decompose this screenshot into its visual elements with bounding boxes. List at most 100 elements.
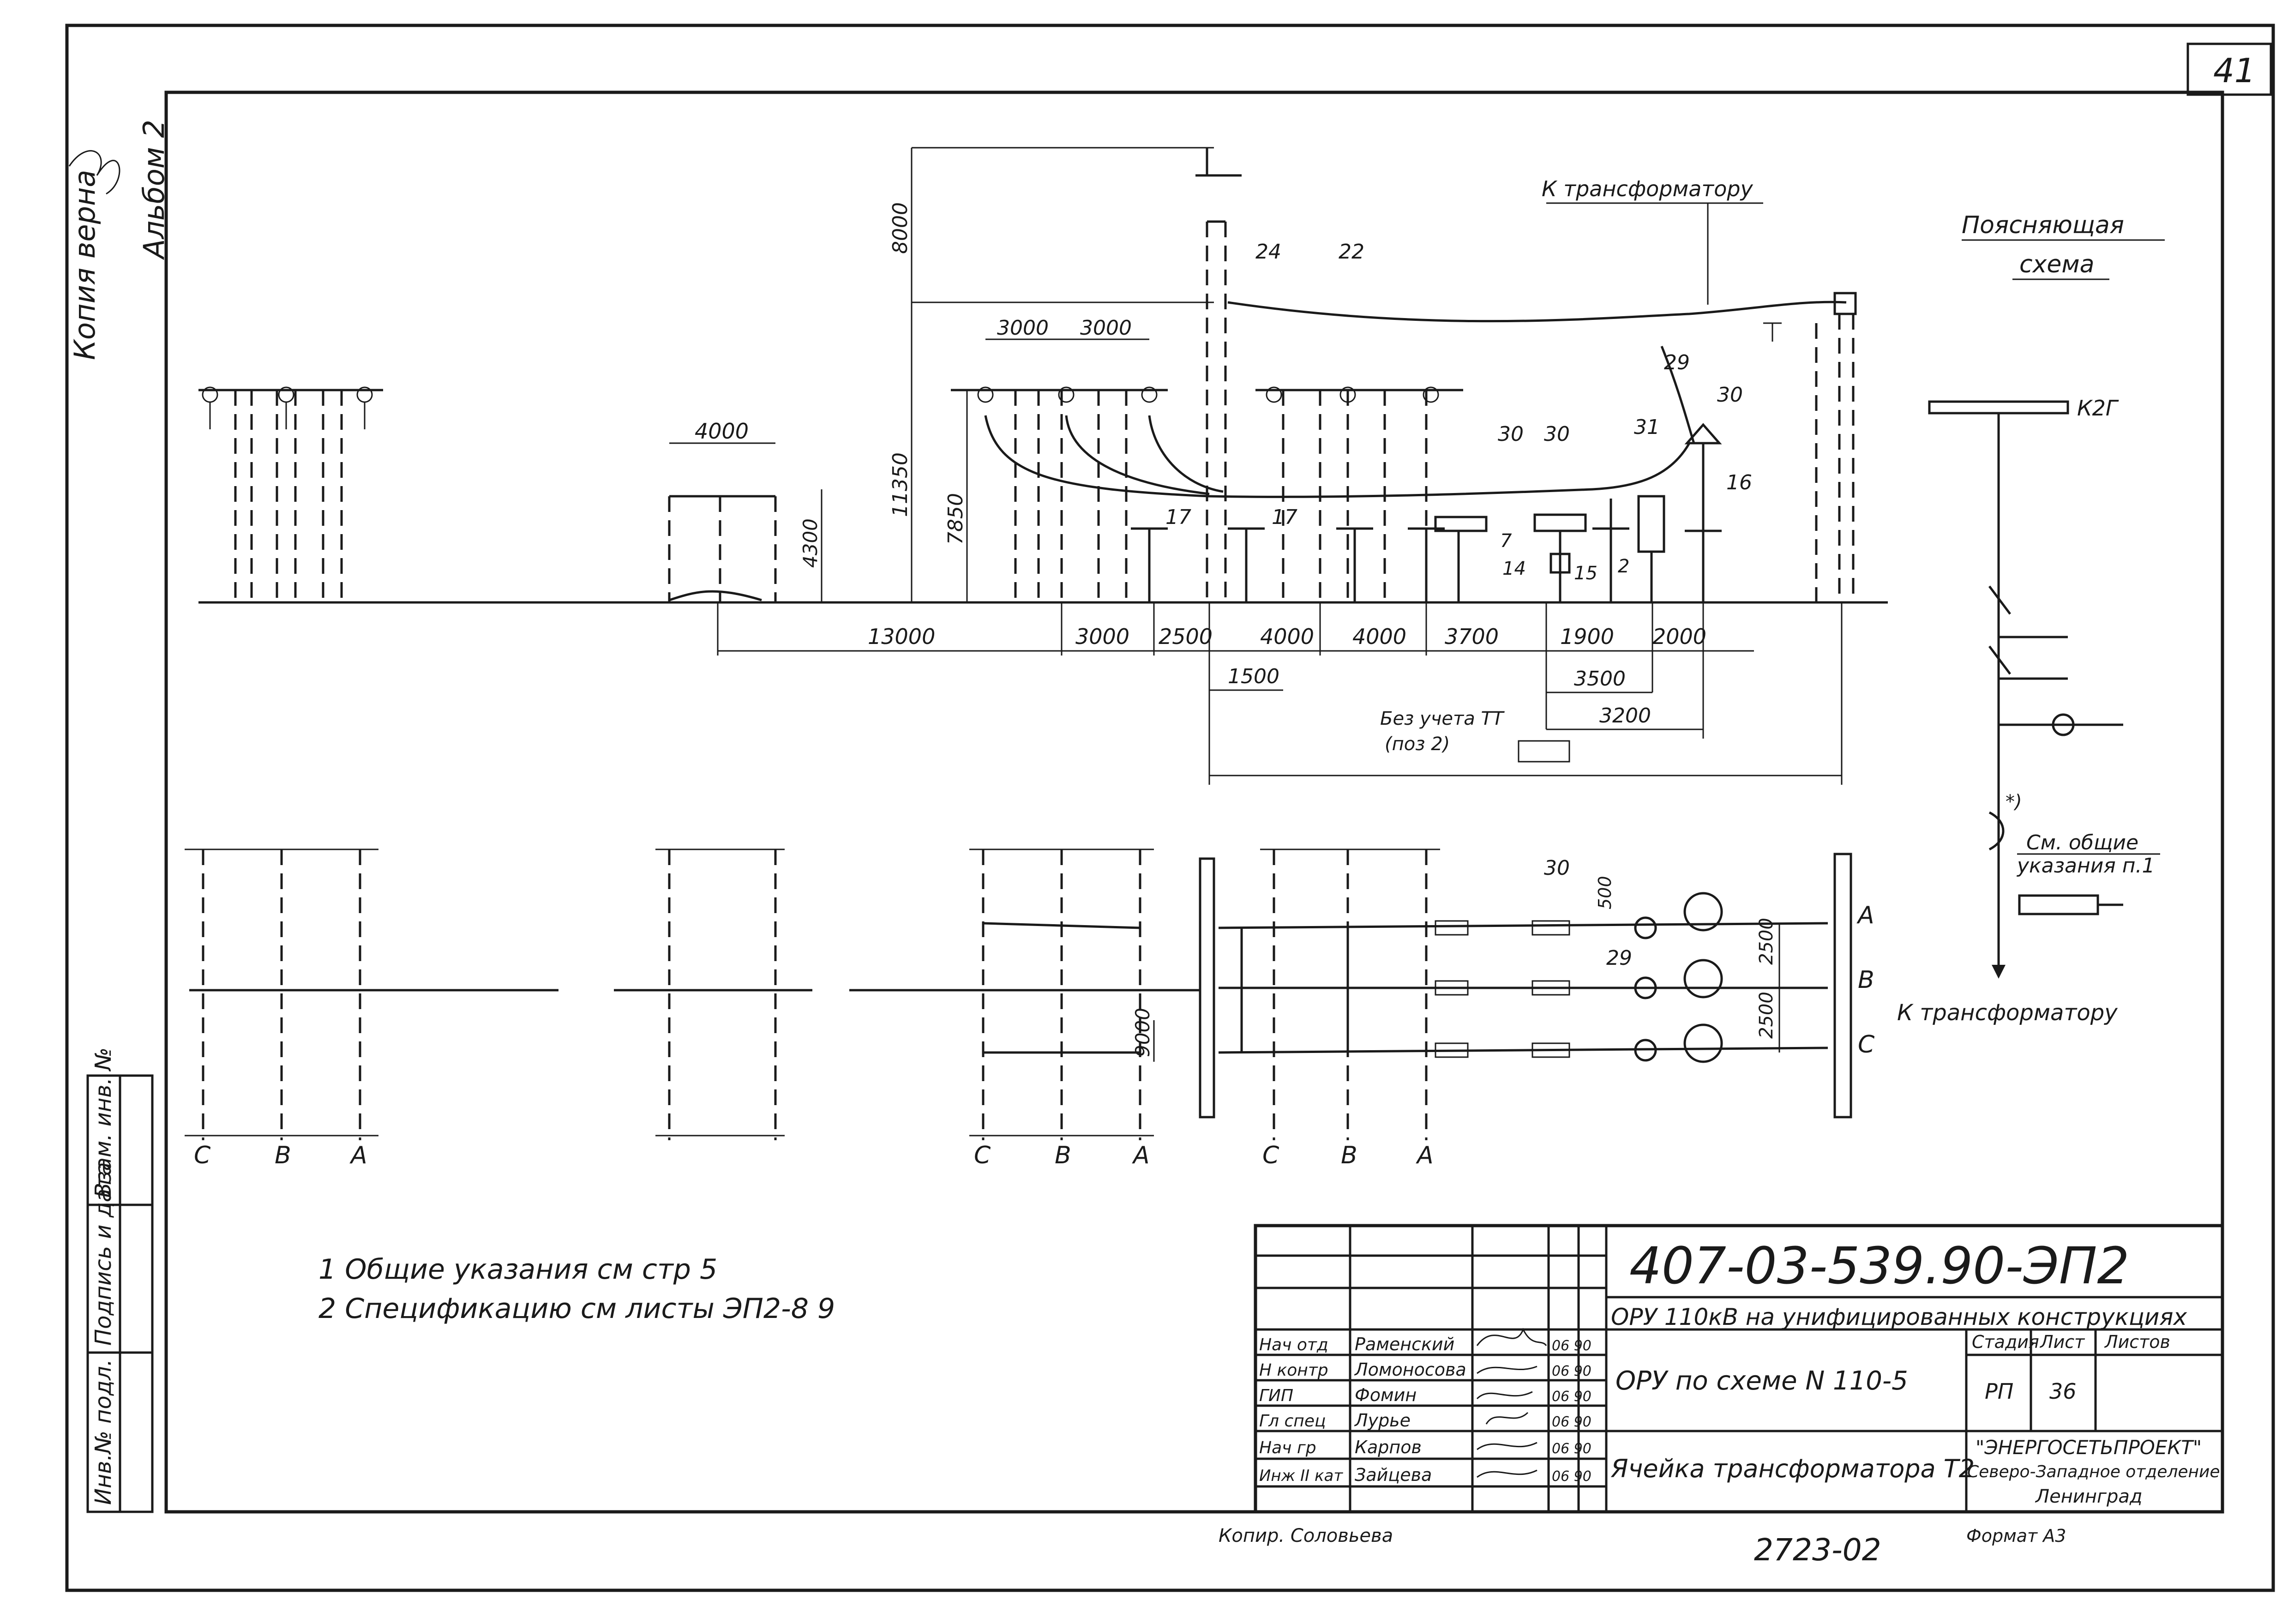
phase-a-2: A <box>1132 1142 1150 1169</box>
dim-2000-chain: 2000 <box>1652 624 1706 649</box>
scheme-note-1: См. общие <box>2026 831 2138 854</box>
note-pos2: (поз 2) <box>1385 734 1450 755</box>
name-2: Ломоносова <box>1354 1359 1466 1380</box>
plan-block-1: C B A <box>185 848 378 1169</box>
phase-b-3: B <box>1341 1142 1357 1169</box>
plan-to-transformer: К трансформатору <box>1897 1000 2118 1026</box>
scheme-title-2: схема <box>2019 251 2094 278</box>
date-4: 06 90 <box>1552 1414 1591 1430</box>
role-3: ГИП <box>1259 1386 1293 1405</box>
right-terminal-portal <box>1763 292 1857 602</box>
date-1: 06 90 <box>1552 1338 1591 1354</box>
plan-key-29: 29 <box>1606 946 1632 970</box>
elevation-view: 4000 4300 8000 11350 7850 3000 3000 <box>198 147 1888 785</box>
dim-3500: 3500 <box>1574 667 1626 691</box>
left-bus-support <box>198 386 383 602</box>
right-phase-b: B <box>1858 966 1874 994</box>
dim-1900-chain: 1900 <box>1560 624 1614 649</box>
dim-8000: 8000 <box>889 202 912 254</box>
phase-c-2: C <box>974 1142 991 1169</box>
key-24: 24 <box>1255 240 1281 264</box>
main-portal <box>1195 148 1242 602</box>
format-label: Формат А3 <box>1966 1526 2066 1546</box>
explanatory-scheme: Поясняющая схема К2Г *) См. общие указан… <box>1928 211 2165 979</box>
dim-1500: 1500 <box>1228 665 1279 688</box>
equipment-row <box>1131 423 1722 602</box>
phase-a-1: A <box>349 1142 367 1169</box>
note-line-2: 2 Спецификацию см листы ЭП2-8 9 <box>318 1293 835 1325</box>
portal-beam <box>1199 857 1215 1119</box>
key-17a: 17 <box>1165 505 1191 529</box>
name-5: Карпов <box>1355 1437 1422 1457</box>
key-2: 2 <box>1618 556 1629 577</box>
date-3: 06 90 <box>1552 1389 1591 1405</box>
key-31: 31 <box>1634 415 1660 439</box>
signature-5 <box>1477 1442 1537 1450</box>
name-6: Зайцева <box>1355 1465 1432 1485</box>
outer-border <box>65 24 2275 1592</box>
sheets-header: Листов <box>2104 1332 2170 1352</box>
equipment-conductor <box>1209 442 1691 498</box>
dim-500-plan: 500 <box>1595 876 1615 909</box>
role-5: Нач гр <box>1259 1438 1316 1457</box>
date-5: 06 90 <box>1552 1441 1591 1457</box>
signature-1 <box>1476 1328 1547 1346</box>
copy-verified-stamp: Копия верна <box>68 170 102 360</box>
name-4: Лурье <box>1354 1410 1411 1431</box>
sheet-header: Лист <box>2039 1332 2085 1352</box>
document-code: 407-03-539.90-ЭП2 <box>1629 1236 2129 1295</box>
inventory-label: Инв.№ подл. <box>90 1359 116 1505</box>
phase-c-1: C <box>194 1142 211 1169</box>
date-6: 06 90 <box>1552 1468 1591 1485</box>
stage-header: Стадия <box>1972 1332 2039 1352</box>
sheet-value: 36 <box>2049 1379 2077 1404</box>
signature-6 <box>1477 1469 1537 1478</box>
scheme-title: ОРУ по схеме N 110-5 <box>1615 1366 1908 1396</box>
dim-7850: 7850 <box>944 493 967 545</box>
bottom-dimension-chain: 13000 3000 2500 4000 4000 3700 1900 2000… <box>717 602 1843 785</box>
busbar <box>1928 400 2069 415</box>
dim-4000-chain-b: 4000 <box>1352 624 1406 649</box>
dim-4300: 4300 <box>799 518 822 568</box>
scheme-title-1: Поясняющая <box>1962 211 2124 239</box>
key-14: 14 <box>1502 558 1526 579</box>
phase-a-3: A <box>1416 1142 1434 1169</box>
phase-b-1: B <box>275 1142 291 1169</box>
role-4: Гл спец <box>1259 1412 1326 1431</box>
signature-2 <box>1477 1365 1537 1374</box>
inventory-number: 2723-02 <box>1754 1532 1881 1568</box>
plan-block-2 <box>655 848 785 1140</box>
dim-13000: 13000 <box>868 624 935 649</box>
date-2: 06 90 <box>1552 1363 1591 1379</box>
role-2: Н контр <box>1259 1361 1328 1380</box>
replacement-inventory-label: Взам. инв. № <box>90 1047 116 1198</box>
dim-3000-a: 3000 <box>997 316 1049 340</box>
signature-date-label: Подпись и дата <box>90 1162 116 1346</box>
dim-4000-chain-a: 4000 <box>1260 624 1314 649</box>
dim-2500-plan: 2500 <box>1756 918 1777 965</box>
sheet-corner-number: 41 <box>2213 51 2256 90</box>
plan-block-4: C B A <box>1260 848 1440 1169</box>
key-30c: 30 <box>1717 383 1743 407</box>
note-without-ct: Без учета ТТ <box>1380 708 1505 729</box>
key-30a: 30 <box>1498 422 1524 446</box>
inner-frame <box>164 90 2224 1514</box>
dim-3000-chain: 3000 <box>1075 624 1129 649</box>
dim-3000-b: 3000 <box>1080 316 1132 340</box>
to-transformer-label: К трансформатору <box>1542 176 1754 201</box>
role-6: Инж II кат <box>1259 1467 1343 1485</box>
key-16: 16 <box>1726 471 1752 494</box>
dim-2500-plan-b: 2500 <box>1756 992 1777 1039</box>
plan-key-30: 30 <box>1544 856 1570 880</box>
phase-c-3: C <box>1262 1142 1279 1169</box>
plan-block-3: C B A <box>969 848 1154 1169</box>
left-binding-strip: Инв.№ подл. Подпись и дата Взам. инв. № <box>86 1047 154 1513</box>
right-phase-c: C <box>1858 1031 1875 1059</box>
key-7: 7 <box>1500 530 1512 552</box>
dim-9000: 9000 <box>1131 1008 1154 1057</box>
signature-3 <box>1476 1391 1533 1400</box>
organization-city: Ленинград <box>2035 1486 2143 1507</box>
role-1: Нач отд <box>1259 1335 1328 1354</box>
key-15: 15 <box>1574 563 1597 584</box>
